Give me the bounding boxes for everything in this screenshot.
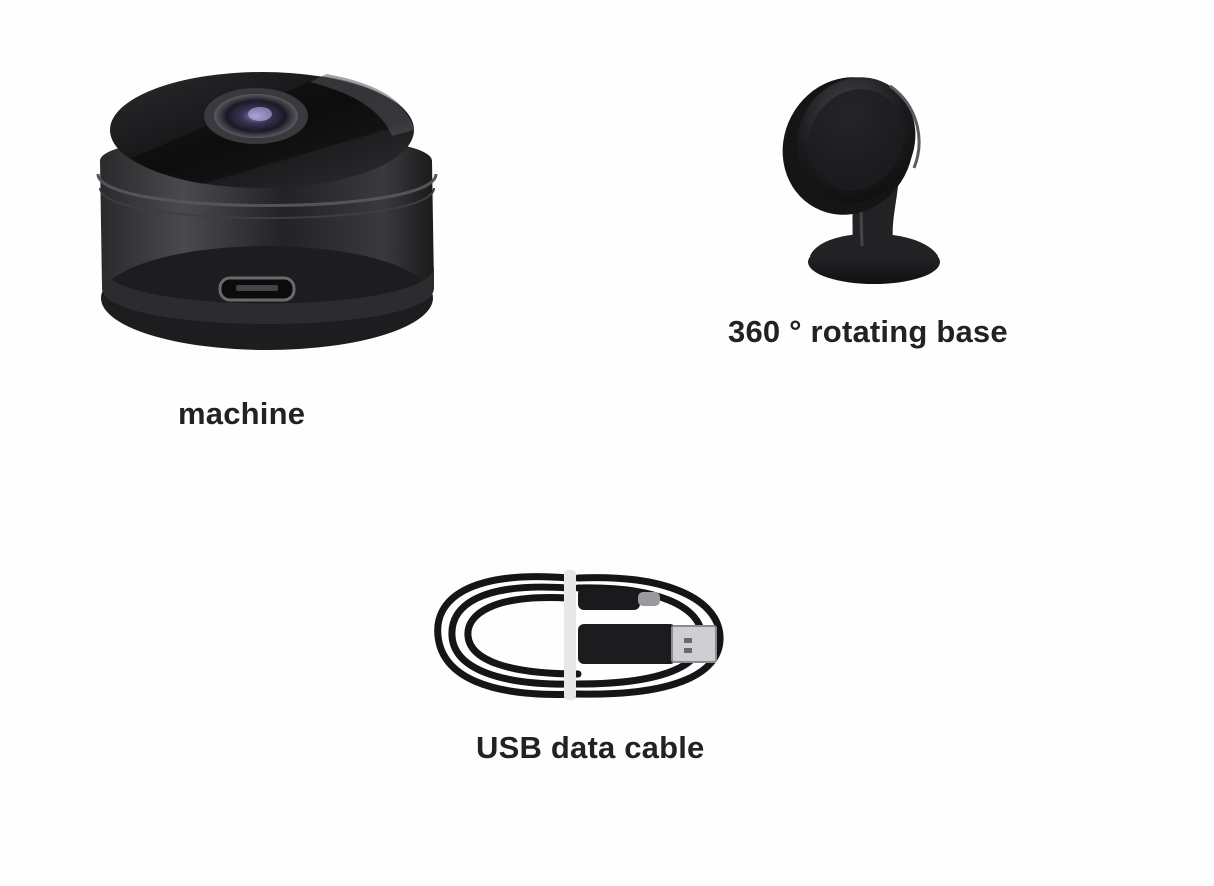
rotating-base-label: 360 ° rotating base — [728, 314, 1008, 349]
machine-label: machine — [178, 396, 306, 431]
usb-cable-label: USB data cable — [476, 730, 705, 765]
magnetic-mount-icon — [782, 77, 940, 284]
usb-cable-icon — [434, 570, 724, 700]
camera-icon — [96, 72, 438, 350]
